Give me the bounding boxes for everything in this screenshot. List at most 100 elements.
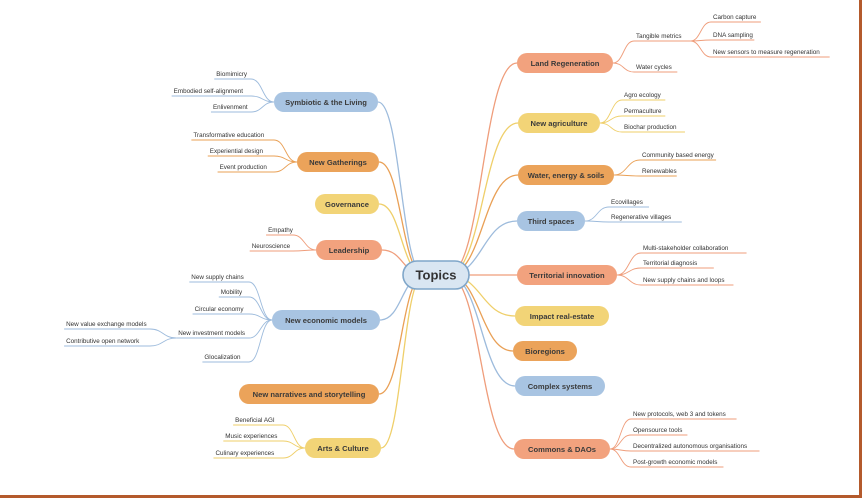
leaf-node-regenerative-villages[interactable]: Regenerative villages	[609, 214, 682, 223]
connector-line	[248, 313, 273, 321]
branch-label: Symbiotic & the Living	[285, 98, 367, 107]
connector-line	[612, 62, 635, 73]
leaf-label: Biochar production	[624, 124, 677, 131]
leaf-node-community-based-energy[interactable]: Community based energy	[640, 152, 717, 161]
leaf-node-biochar-production[interactable]: Biochar production	[622, 124, 685, 133]
branch-symbiotic-the-living[interactable]: Symbiotic & the Living	[274, 92, 378, 112]
leaf-node-agro-ecology[interactable]: Agro ecology	[622, 92, 666, 101]
leaf-node-dna-sampling[interactable]: DNA sampling	[711, 32, 755, 41]
leaf-node-water-cycles[interactable]: Water cycles	[634, 64, 678, 73]
leaf-label: Experiential design	[210, 148, 264, 155]
leaf-node-post-growth-economic-models[interactable]: Post-growth economic models	[631, 459, 724, 468]
branch-complex-systems[interactable]: Complex systems	[515, 376, 605, 396]
leaf-node-embodied-self-alignment[interactable]: Embodied self-alignment	[171, 88, 251, 97]
leaf-node-permaculture[interactable]: Permaculture	[622, 108, 666, 117]
leaf-label: Empathy	[268, 227, 294, 234]
leaf-node-music-experiences[interactable]: Music experiences	[223, 433, 283, 442]
leaf-label: Contributive open network	[66, 338, 140, 345]
branch-third-spaces[interactable]: Third spaces	[517, 211, 585, 231]
leaf-node-culinary-experiences[interactable]: Culinary experiences	[213, 450, 283, 459]
leaf-label: DNA sampling	[713, 32, 753, 39]
leaf-node-empathy[interactable]: Empathy	[266, 227, 294, 236]
branch-label: New Gatherings	[309, 158, 367, 167]
connector-line	[149, 328, 177, 339]
leaf-node-new-investment-models[interactable]: New investment models	[176, 330, 249, 339]
branch-new-agriculture[interactable]: New agriculture	[518, 113, 600, 133]
branch-label: Impact real-estate	[530, 312, 595, 321]
connector-line	[282, 447, 306, 459]
connector-line	[273, 139, 298, 163]
central-topic-box	[402, 260, 470, 290]
branch-box	[274, 92, 378, 112]
leaf-node-contributive-open-network[interactable]: Contributive open network	[64, 338, 150, 347]
connector-line	[609, 448, 632, 468]
branch-leadership[interactable]: Leadership	[316, 240, 382, 260]
branch-label: Governance	[325, 200, 369, 209]
leaf-node-renewables[interactable]: Renewables	[640, 168, 677, 177]
branch-label: Territorial innovation	[529, 271, 605, 280]
connector-line	[273, 161, 298, 173]
connector-line	[613, 159, 641, 176]
branch-box	[515, 306, 609, 326]
leaf-label: Renewables	[642, 168, 677, 175]
branch-new-narratives-and-storytelling[interactable]: New narratives and storytelling	[239, 384, 379, 404]
leaf-label: Glocalization	[204, 354, 241, 361]
branch-label: New narratives and storytelling	[253, 390, 366, 399]
leaf-node-biomimicry[interactable]: Biomimicry	[214, 71, 251, 80]
leaf-node-new-protocols-web-3-and-tokens[interactable]: New protocols, web 3 and tokens	[631, 411, 737, 420]
leaf-node-circular-economy[interactable]: Circular economy	[192, 306, 249, 315]
leaf-node-opensource-tools[interactable]: Opensource tools	[631, 427, 688, 436]
branch-water-energy-soils[interactable]: Water, energy & soils	[518, 165, 614, 185]
leaf-node-territorial-diagnosis[interactable]: Territorial diagnosis	[641, 260, 714, 269]
branch-new-gatherings[interactable]: New Gatherings	[297, 152, 379, 172]
branch-label: Commons & DAOs	[528, 445, 596, 454]
connector-line	[599, 122, 623, 133]
branch-commons-daos[interactable]: Commons & DAOs	[514, 439, 610, 459]
branch-box	[514, 439, 610, 459]
leaf-node-carbon-capture[interactable]: Carbon capture	[711, 14, 761, 23]
leaf-node-event-production[interactable]: Event production	[217, 164, 274, 173]
leaf-label: Neuroscience	[252, 243, 291, 250]
leaf-node-multi-stakeholder-collaboration[interactable]: Multi-stakeholder collaboration	[641, 245, 747, 254]
leaf-node-glocalization[interactable]: Glocalization	[202, 354, 249, 363]
branch-governance[interactable]: Governance	[315, 194, 379, 214]
leaf-node-tangible-metrics[interactable]: Tangible metrics	[634, 33, 691, 42]
leaf-node-decentralized-autonomous-organisations[interactable]: Decentralized autonomous organisations	[631, 443, 760, 452]
branch-new-economic-models[interactable]: New economic models	[272, 310, 380, 330]
leaf-node-experiential-design[interactable]: Experiential design	[207, 148, 274, 157]
branch-box	[515, 376, 605, 396]
connector-line	[609, 434, 632, 450]
leaf-label: New sensors to measure regeneration	[713, 49, 820, 56]
leaf-label: Culinary experiences	[215, 450, 274, 457]
connector-line	[690, 21, 712, 42]
leaf-label: Post-growth economic models	[633, 459, 717, 466]
connector-line	[599, 99, 623, 124]
leaf-node-new-supply-chains[interactable]: New supply chains	[189, 274, 249, 283]
central-topic[interactable]: Topics	[402, 260, 470, 290]
leaf-node-neuroscience[interactable]: Neuroscience	[249, 243, 293, 252]
branch-territorial-innovation[interactable]: Territorial innovation	[517, 265, 617, 285]
leaf-label: Event production	[220, 164, 268, 171]
connector-line	[248, 319, 273, 363]
branch-arts-culture[interactable]: Arts & Culture	[305, 438, 381, 458]
leaf-node-ecovillages[interactable]: Ecovillages	[609, 199, 650, 208]
branch-box	[517, 211, 585, 231]
leaf-node-new-value-exchange-models[interactable]: New value exchange models	[64, 321, 150, 330]
leaf-node-transformative-education[interactable]: Transformative education	[191, 132, 274, 141]
leaf-node-new-supply-chains-and-loops[interactable]: New supply chains and loops	[641, 277, 734, 286]
branch-bioregions[interactable]: Bioregions	[513, 341, 577, 361]
branch-impact-real-estate[interactable]: Impact real-estate	[515, 306, 609, 326]
branch-box	[316, 240, 382, 260]
leaf-node-beneficial-agi[interactable]: Beneficial AGI	[233, 417, 283, 426]
leaf-label: New supply chains	[191, 274, 244, 281]
leaf-node-new-sensors-to-measure-regeneration[interactable]: New sensors to measure regeneration	[711, 49, 830, 58]
leaf-node-enlivenment[interactable]: Enlivenment	[210, 104, 251, 113]
leaf-node-mobility[interactable]: Mobility	[218, 289, 249, 298]
branch-land-regeneration[interactable]: Land Regeneration	[517, 53, 613, 73]
branch-label: Land Regeneration	[531, 59, 600, 68]
connector-line	[292, 249, 317, 252]
leaf-label: Mobility	[221, 289, 243, 296]
leaf-label: Circular economy	[195, 306, 245, 313]
connector-line	[609, 418, 632, 450]
leaf-label: Community based energy	[642, 152, 715, 159]
